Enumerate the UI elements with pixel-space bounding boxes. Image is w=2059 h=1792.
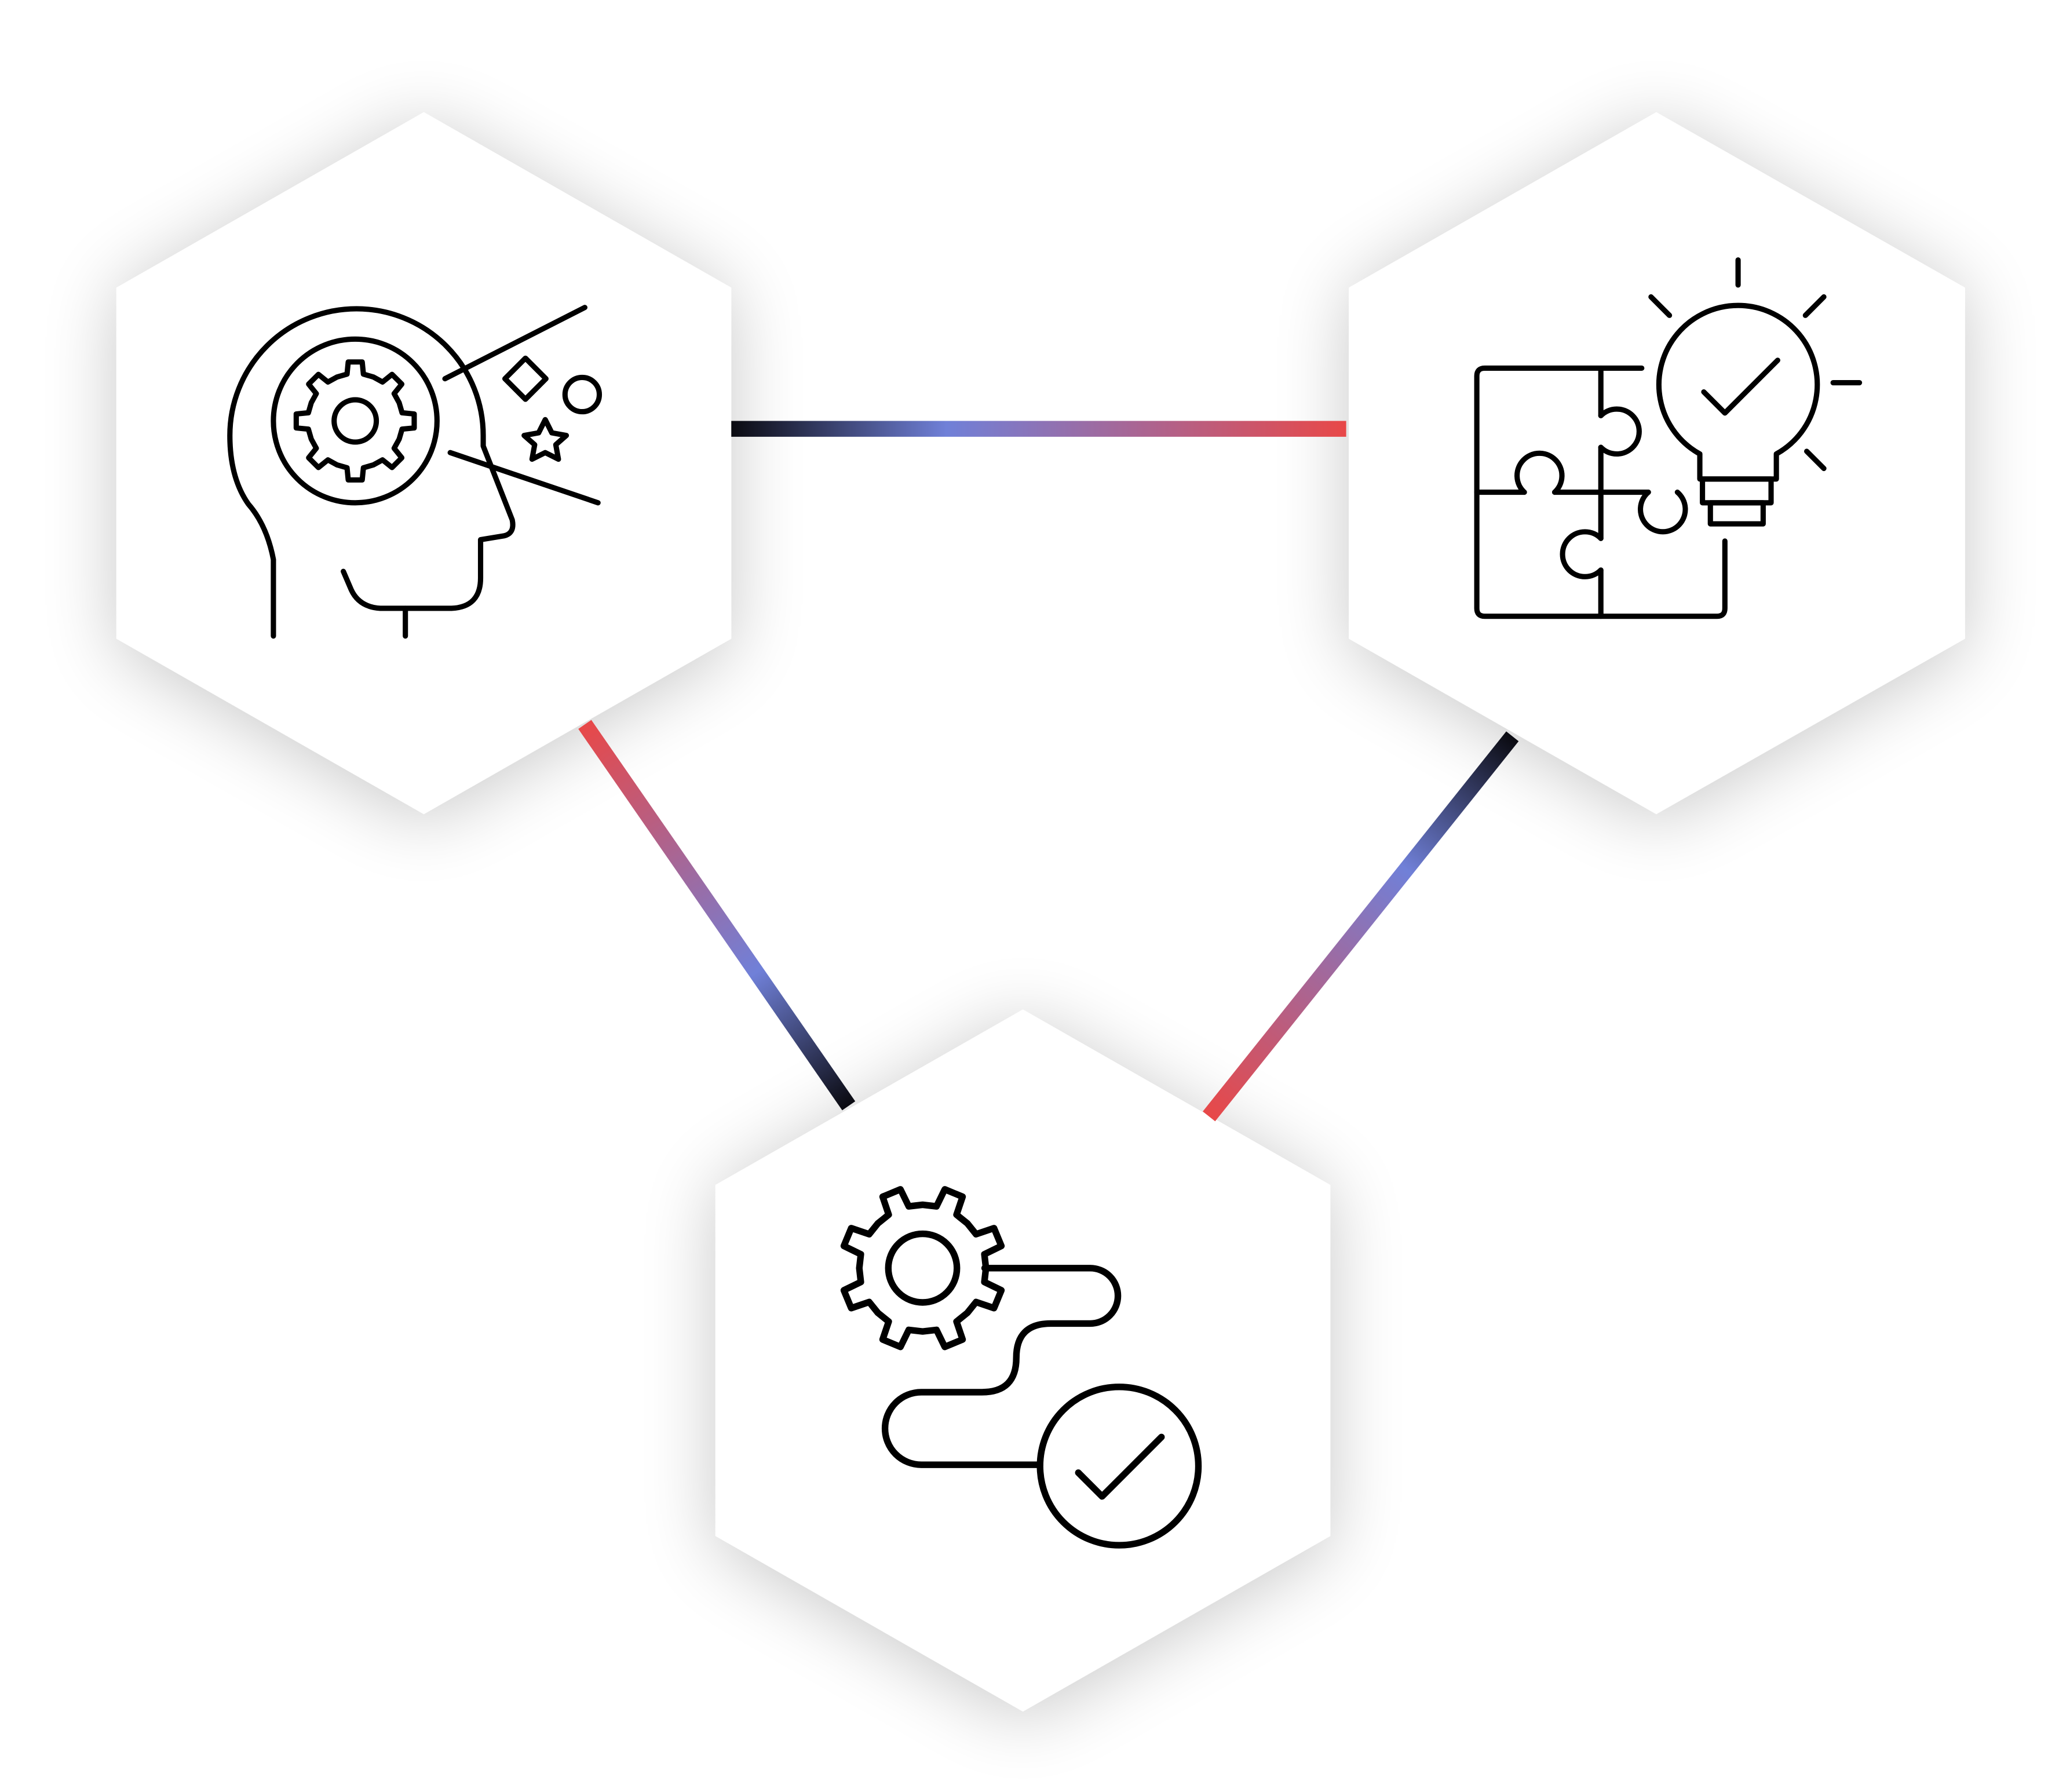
head-with-gear-icon [227, 305, 603, 639]
hexagon-process [715, 1009, 1331, 1712]
connector-mind-process [578, 720, 856, 1111]
hexagon-solution [1349, 112, 1965, 815]
connector-solution-process [1203, 731, 1519, 1122]
gear-path-check-icon [840, 1186, 1202, 1549]
puzzle-lightbulb-check-icon [1474, 257, 1863, 619]
